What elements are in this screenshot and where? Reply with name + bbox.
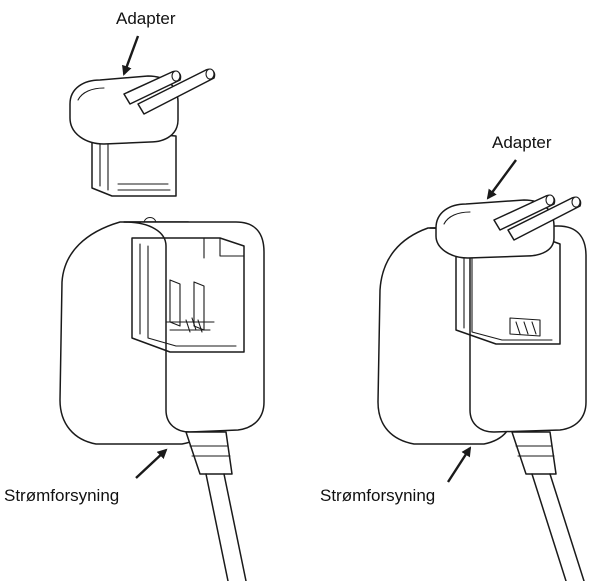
label-adapter-left: Adapter bbox=[116, 9, 176, 28]
left-adapter-plug bbox=[69, 68, 216, 197]
right-assembly bbox=[377, 194, 587, 581]
label-adapter-right: Adapter bbox=[492, 133, 552, 152]
arrow-power-left bbox=[135, 448, 168, 479]
arrow-adapter-right bbox=[486, 159, 517, 200]
arrow-power-right bbox=[446, 446, 472, 483]
right-power-supply bbox=[377, 194, 587, 581]
arrow-adapter-left bbox=[122, 35, 140, 76]
label-power-right: Strømforsyning bbox=[320, 486, 435, 505]
left-assembly bbox=[59, 68, 265, 581]
label-power-left: Strømforsyning bbox=[4, 486, 119, 505]
left-power-supply bbox=[59, 216, 265, 581]
